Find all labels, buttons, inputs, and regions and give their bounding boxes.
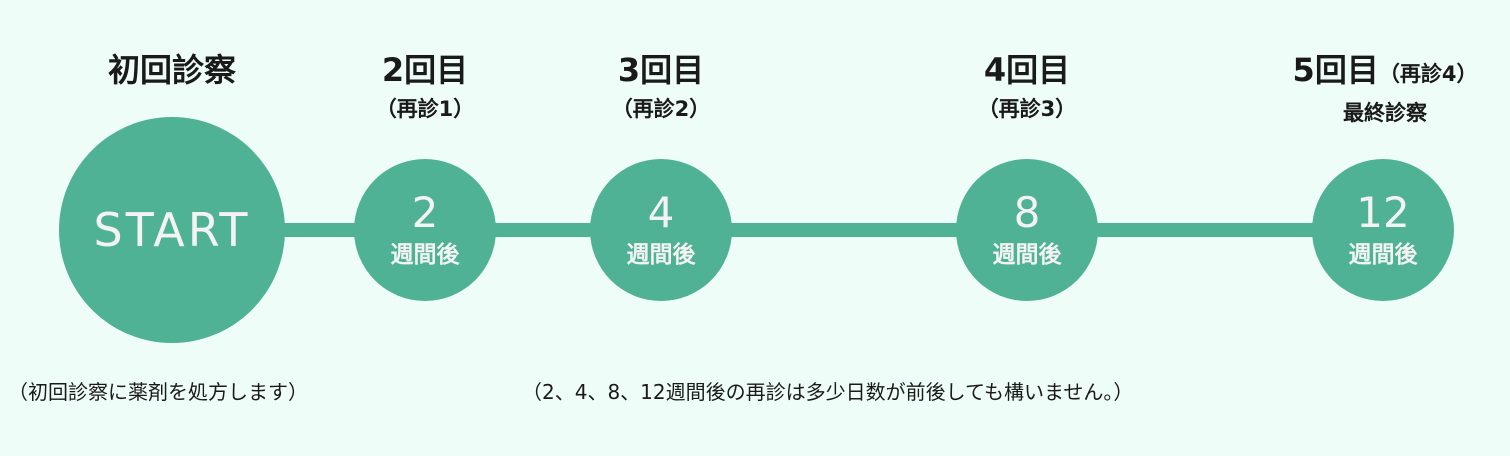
step-4-subtitle: （再診3） xyxy=(977,97,1077,121)
step-2-subtitle: （再診1） xyxy=(375,97,475,121)
step-4-unit: 週間後 xyxy=(992,242,1062,268)
step-5-circle: 12 週間後 xyxy=(1312,159,1454,301)
start-circle: START xyxy=(59,117,285,343)
step-5-subtitle: 最終診察 xyxy=(1343,101,1427,125)
step-2-unit: 週間後 xyxy=(390,242,460,268)
timeline-line xyxy=(170,223,1385,237)
step-3-unit: 週間後 xyxy=(626,242,696,268)
step-5-header: 5回目（再診4） 最終診察 xyxy=(1293,50,1478,128)
step-2-circle: 2 週間後 xyxy=(354,159,496,301)
start-label: START xyxy=(93,203,251,257)
step-2-header: 2回目 （再診1） xyxy=(376,50,475,124)
step-2-title: 2回目 xyxy=(381,51,469,89)
step-4-weeks: 8 xyxy=(1013,188,1041,237)
step-3-circle: 4 週間後 xyxy=(590,159,732,301)
note-left: （初回診察に薬剤を処方します） xyxy=(8,380,308,404)
step-1-header: 初回診察 xyxy=(108,50,236,90)
step-1-title: 初回診察 xyxy=(107,51,237,89)
step-5-weeks: 12 xyxy=(1356,188,1410,237)
step-3-weeks: 4 xyxy=(647,188,675,237)
step-4-header: 4回目 （再診3） xyxy=(978,50,1077,124)
note-right: （2、4、8、12週間後の再診は多少日数が前後しても構いません。） xyxy=(522,380,1134,404)
step-4-title: 4回目 xyxy=(983,51,1071,89)
step-4-circle: 8 週間後 xyxy=(956,159,1098,301)
step-3-title: 3回目 xyxy=(617,51,705,89)
step-5-title-suffix: （再診4） xyxy=(1378,62,1478,86)
step-3-header: 3回目 （再診2） xyxy=(612,50,711,124)
step-5-unit: 週間後 xyxy=(1348,242,1418,268)
step-5-title: 5回目 xyxy=(1292,51,1379,89)
step-3-subtitle: （再診2） xyxy=(611,97,711,121)
step-2-weeks: 2 xyxy=(411,188,439,237)
